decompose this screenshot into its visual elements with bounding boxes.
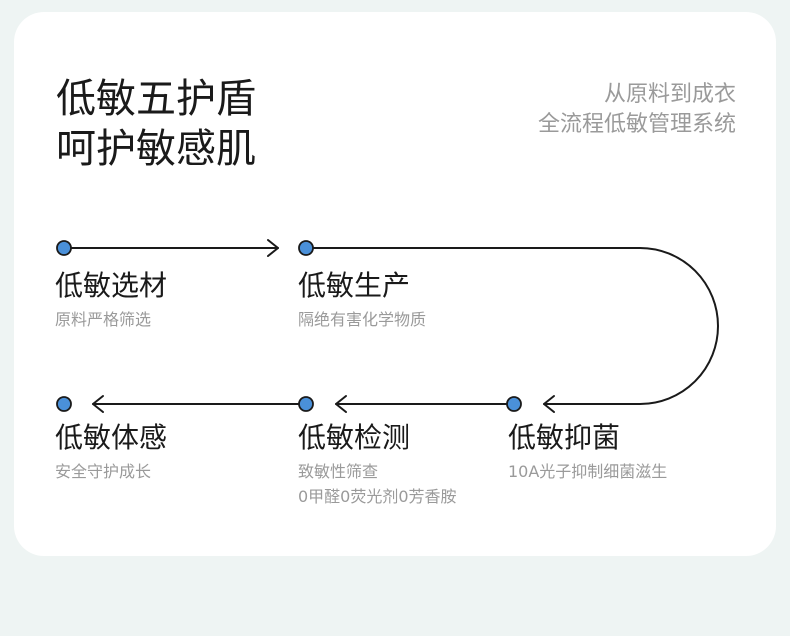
page-title: 低敏五护盾 呵护敏感肌 bbox=[56, 74, 256, 174]
step-body-feel: 低敏体感 安全守护成长 bbox=[55, 421, 167, 484]
step-testing: 低敏检测 致敏性筛查 0甲醛0荧光剂0芳香胺 bbox=[298, 421, 457, 509]
step-material-selection: 低敏选材 原料严格筛选 bbox=[55, 269, 167, 332]
arrow-right-icon bbox=[267, 239, 279, 257]
arrow-left-icon bbox=[92, 395, 104, 413]
step-desc: 致敏性筛查 bbox=[298, 462, 379, 481]
card bbox=[14, 12, 776, 556]
connector-curve bbox=[305, 247, 719, 405]
step-desc: 10A光子抑制细菌滋生 bbox=[508, 462, 668, 481]
title-line-2: 呵护敏感肌 bbox=[56, 126, 256, 172]
step-dot-icon bbox=[56, 240, 72, 256]
subtitle-line-2: 全流程低敏管理系统 bbox=[537, 112, 736, 137]
step-dot-icon bbox=[56, 396, 72, 412]
step-antibacterial: 低敏抑菌 10A光子抑制细菌滋生 bbox=[508, 421, 667, 484]
step-dot-icon bbox=[506, 396, 522, 412]
step-desc: 原料严格筛选 bbox=[55, 310, 152, 329]
step-name: 低敏抑菌 bbox=[508, 421, 621, 454]
step-desc: 隔绝有害化学物质 bbox=[298, 310, 427, 329]
step-name: 低敏体感 bbox=[55, 421, 168, 454]
step-production: 低敏生产 隔绝有害化学物质 bbox=[298, 269, 426, 332]
step-name: 低敏检测 bbox=[298, 421, 411, 454]
step-dot-icon bbox=[298, 396, 314, 412]
step-dot-icon bbox=[298, 240, 314, 256]
arrow-left-icon bbox=[335, 395, 347, 413]
step-desc-secondary: 0甲醛0荧光剂0芳香胺 bbox=[298, 487, 457, 506]
title-line-1: 低敏五护盾 bbox=[56, 76, 256, 122]
arrow-left-icon bbox=[543, 395, 555, 413]
step-desc: 安全守护成长 bbox=[55, 462, 152, 481]
step-name: 低敏选材 bbox=[55, 269, 168, 302]
step-name: 低敏生产 bbox=[298, 269, 411, 302]
subtitle-line-1: 从原料到成衣 bbox=[603, 82, 736, 107]
page-subtitle: 从原料到成衣 全流程低敏管理系统 bbox=[538, 80, 736, 140]
